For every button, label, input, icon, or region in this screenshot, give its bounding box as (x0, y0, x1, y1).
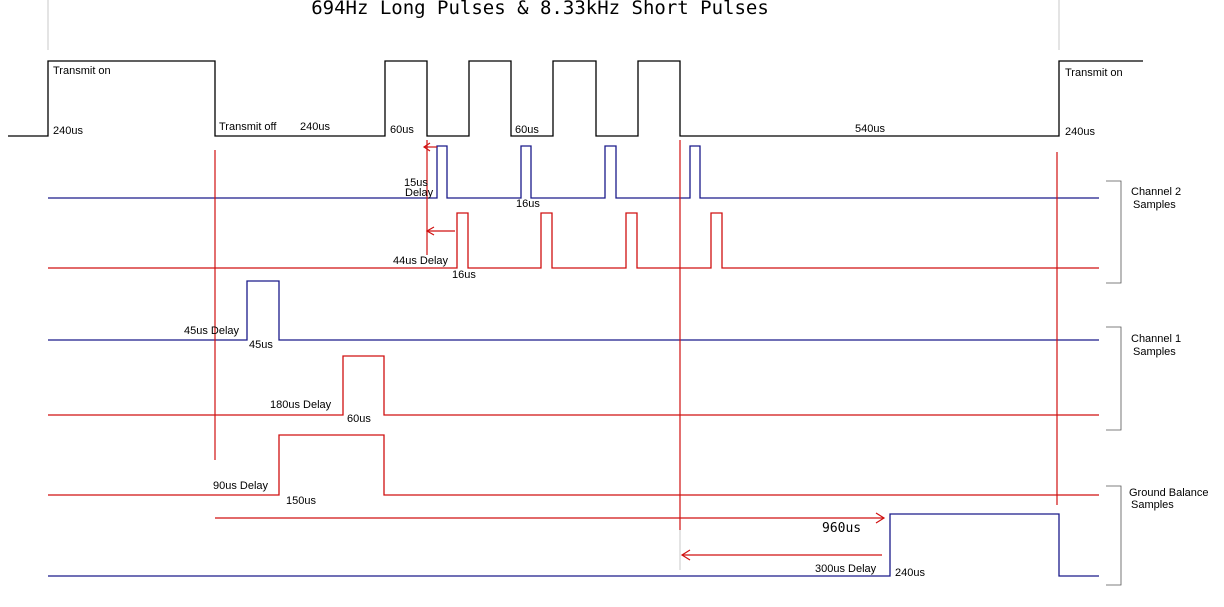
label-transmit-off: Transmit off (219, 121, 277, 133)
label-ch1-width-60: 60us (347, 413, 371, 425)
label-ch2-delay-44: 44us Delay (393, 255, 449, 267)
label-gb-960us: 960us (822, 521, 861, 536)
label-transmit-on-right: Transmit on (1065, 67, 1123, 79)
label-short-60us-a: 60us (390, 124, 414, 136)
label-gb-delay-300: 300us Delay (815, 563, 877, 575)
channel2-blue-trace (48, 145, 1099, 199)
group-ground-line2: Samples (1131, 499, 1174, 511)
channel2-bracket (1106, 180, 1122, 284)
label-gb-width-150: 150us (286, 495, 316, 507)
label-gb-width-240: 240us (895, 567, 925, 579)
ground-balance-blue-trace (48, 513, 1099, 577)
label-ch2-width-16-a: 16us (516, 198, 540, 210)
label-gb-delay-90: 90us Delay (213, 480, 269, 492)
channel1-red-trace (48, 355, 1099, 416)
label-ch1-delay-45: 45us Delay (184, 325, 240, 337)
channel1-bracket (1106, 326, 1122, 431)
transmit-waveform (8, 60, 1143, 137)
label-ch2-delay-15-line2: Delay (405, 187, 434, 199)
label-tx-540us: 540us (855, 123, 885, 135)
channel2-red-trace (48, 212, 1099, 269)
group-channel2-line2: Samples (1133, 199, 1176, 211)
ground-balance-red-trace (48, 434, 1099, 496)
group-channel1-line1: Channel 1 (1131, 333, 1181, 345)
arrow-300us-delay (680, 549, 882, 561)
diagram-title: 694Hz Long Pulses & 8.33kHz Short Pulses (311, 0, 769, 19)
label-ch2-width-16-b: 16us (452, 269, 476, 281)
ground-balance-bracket (1106, 485, 1122, 586)
label-transmit-on-left: Transmit on (53, 65, 111, 77)
channel1-blue-trace (48, 280, 1099, 341)
label-ch2-delay-15-line1: 15us (404, 177, 428, 189)
label-tx-240us-left: 240us (53, 125, 83, 137)
label-ch1-delay-180: 180us Delay (270, 399, 332, 411)
arrow-15us-delay (422, 142, 437, 152)
label-tx-240us-right: 240us (1065, 126, 1095, 138)
arrow-44us-delay (425, 226, 455, 236)
label-tx-off-240us: 240us (300, 121, 330, 133)
group-channel2-line1: Channel 2 (1131, 186, 1181, 198)
group-channel1-line2: Samples (1133, 346, 1176, 358)
label-short-60us-b: 60us (515, 124, 539, 136)
group-ground-line1: Ground Balance (1129, 487, 1209, 499)
arrow-960us (215, 512, 886, 524)
label-ch1-width-45: 45us (249, 339, 273, 351)
